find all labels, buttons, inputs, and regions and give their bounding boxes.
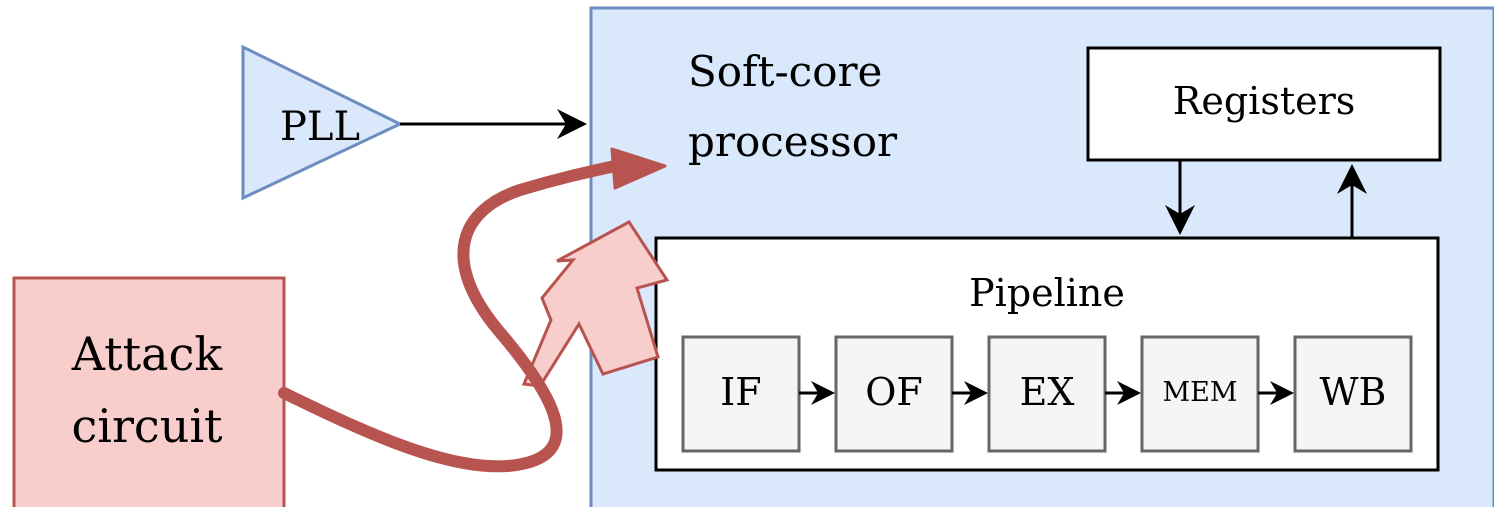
stage-mem-label: MEM [1162, 377, 1237, 408]
pll-triangle [241, 44, 404, 201]
stage-wb-box [1293, 335, 1413, 453]
registers-label: Registers [1173, 79, 1356, 123]
attack-curve-arrow [278, 160, 621, 473]
stage-of-box [834, 335, 954, 453]
stage-if-label: IF [720, 370, 761, 414]
stage-mem-box [1140, 335, 1260, 453]
processor-title-line2: processor [688, 117, 898, 166]
processor-title-line1: Soft-core [688, 47, 882, 96]
stage-of-label: OF [865, 370, 923, 414]
attack-arrowhead-icon [610, 147, 667, 190]
attack-circuit-box [12, 276, 286, 507]
attack-label-line2: circuit [71, 399, 223, 453]
stage-if-box [681, 335, 801, 453]
registers-box [1086, 46, 1442, 162]
pipeline-stages: IF OF EX MEM WB [681, 335, 1413, 453]
pipeline-label: Pipeline [969, 271, 1125, 315]
stage-wb-label: WB [1320, 370, 1387, 414]
attack-label-line1: Attack [71, 327, 224, 381]
stage-ex-label: EX [1020, 370, 1075, 414]
stage-ex-box [987, 335, 1107, 453]
pll-label: PLL [280, 104, 360, 150]
